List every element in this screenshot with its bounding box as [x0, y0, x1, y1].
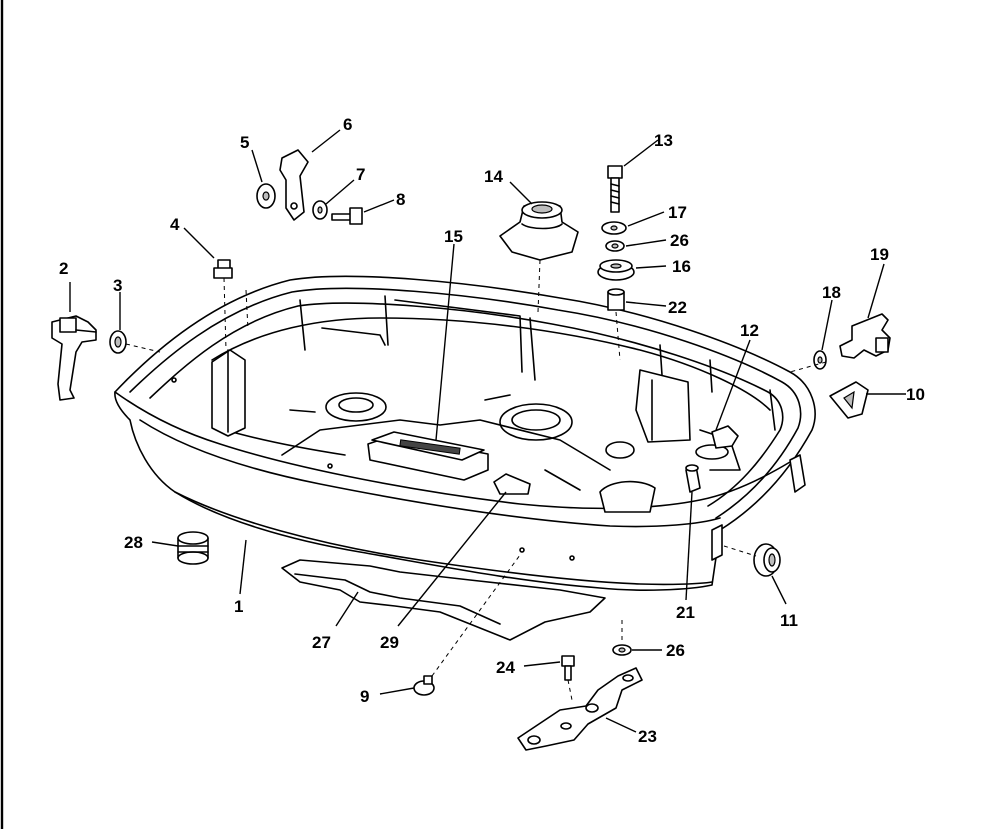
- assembly-line: [567, 679, 573, 701]
- grommet-part-16: [597, 259, 635, 281]
- callout-11: 11: [780, 611, 798, 630]
- callout-14: 14: [484, 167, 503, 186]
- callout-5: 5: [240, 133, 249, 152]
- callout-6: 6: [343, 115, 352, 134]
- assembly-line: [789, 361, 827, 373]
- callout-28: 28: [124, 533, 143, 552]
- callout-26-upper: 26: [670, 231, 689, 250]
- washer-part-5: [256, 183, 276, 209]
- lower-cowl-body: [114, 275, 816, 591]
- seal-pad: [367, 431, 489, 481]
- callout-19: 19: [870, 245, 889, 264]
- callout-10: 10: [906, 385, 925, 404]
- bolt-part-13: [607, 165, 623, 213]
- callout-16: 16: [672, 257, 691, 276]
- lever-part: [51, 315, 97, 401]
- boot-part-14: [499, 201, 579, 313]
- callout-26-lower: 26: [666, 641, 685, 660]
- washer-part-17: [601, 221, 627, 235]
- washer-part-26-lower: [612, 644, 632, 656]
- bracket-part-10: [829, 381, 869, 419]
- callout-15: 15: [444, 227, 463, 246]
- callout-12: 12: [740, 321, 759, 340]
- grommet-part-28: [177, 531, 209, 565]
- callout-2: 2: [59, 259, 68, 278]
- leader-lines: [69, 129, 906, 733]
- callout-18: 18: [822, 283, 841, 302]
- assembly-line: [723, 545, 757, 557]
- latch-plate-part-6: [279, 149, 309, 221]
- washer-part-18: [813, 350, 827, 370]
- washer-part-3: [109, 330, 127, 354]
- callout-13: 13: [654, 131, 673, 150]
- callout-22: 22: [668, 298, 687, 317]
- callout-17: 17: [668, 203, 687, 222]
- callout-23: 23: [638, 727, 657, 746]
- callout-4: 4: [170, 215, 180, 234]
- grommet-part-11: [753, 543, 781, 577]
- screw-part-9: [413, 554, 521, 696]
- grommet-21: [685, 464, 701, 493]
- assembly-line: [125, 343, 161, 353]
- screw-part-24: [561, 655, 575, 681]
- callout-24: 24: [496, 658, 515, 677]
- clip-part-12: [711, 425, 739, 449]
- callout-29: 29: [380, 633, 399, 652]
- retaining-clip: [493, 473, 531, 495]
- assembly-line: [245, 289, 249, 331]
- latch-part-19: [839, 313, 891, 359]
- callout-1: 1: [234, 597, 243, 616]
- callout-27: 27: [312, 633, 331, 652]
- washer-part-26-upper: [605, 240, 625, 252]
- bracket-part-23: [517, 667, 643, 751]
- callout-3: 3: [113, 276, 122, 295]
- callout-7: 7: [356, 165, 365, 184]
- screw-part-8: [331, 207, 363, 225]
- callout-21: 21: [676, 603, 695, 622]
- callout-8: 8: [396, 190, 405, 209]
- fitting-part-4: [213, 259, 233, 351]
- sleeve-part-22: [607, 288, 625, 361]
- callout-9: 9: [360, 687, 369, 706]
- washer-part-7: [312, 200, 328, 220]
